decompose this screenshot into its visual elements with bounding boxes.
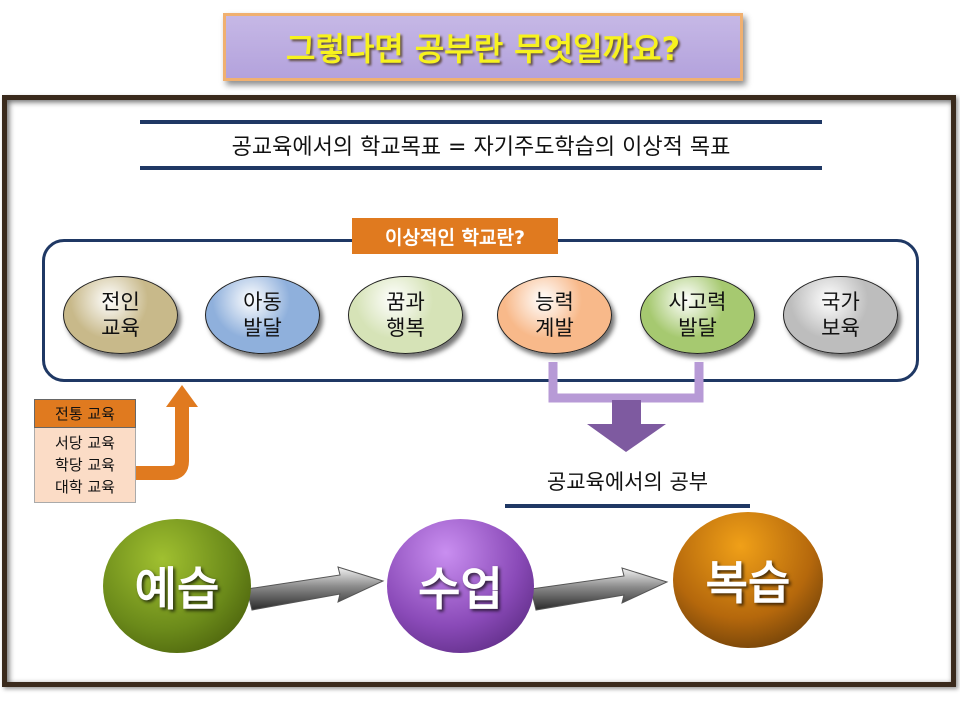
oval-holistic-education: 전인 교육 — [63, 276, 178, 354]
oval-child-development: 아동 발달 — [205, 276, 320, 354]
school-goal-heading: 공교육에서의 학교목표 = 자기주도학습의 이상적 목표 — [140, 120, 822, 170]
circle-review: 복습 — [673, 512, 823, 648]
ideal-school-label: 이상적인 학교란? — [352, 218, 558, 254]
orange-curved-arrow — [132, 405, 189, 480]
page-title: 그렇다면 공부란 무엇일까요? — [223, 13, 743, 81]
list-item: 서당 교육 — [55, 434, 115, 452]
traditional-education-header: 전통 교육 — [34, 399, 136, 428]
arrow-class-to-review — [530, 567, 669, 611]
bracket-connector — [548, 362, 704, 403]
oval-national-care: 국가 보육 — [783, 276, 898, 354]
traditional-education-list: 서당 교육 학당 교육 대학 교육 — [34, 428, 136, 503]
down-arrow — [587, 400, 666, 452]
arrow-preview-to-class — [246, 566, 385, 611]
oval-thinking-development: 사고력 발달 — [640, 276, 755, 354]
list-item: 학당 교육 — [55, 456, 115, 474]
oval-ability-development: 능력 계발 — [497, 276, 612, 354]
circle-class: 수업 — [387, 519, 534, 653]
list-item: 대학 교육 — [55, 478, 115, 496]
ideal-school-box — [42, 239, 919, 382]
public-study-label: 공교육에서의 공부 — [505, 458, 750, 508]
circle-preview: 예습 — [103, 519, 251, 653]
oval-dream-happiness: 꿈과 행복 — [348, 276, 463, 354]
